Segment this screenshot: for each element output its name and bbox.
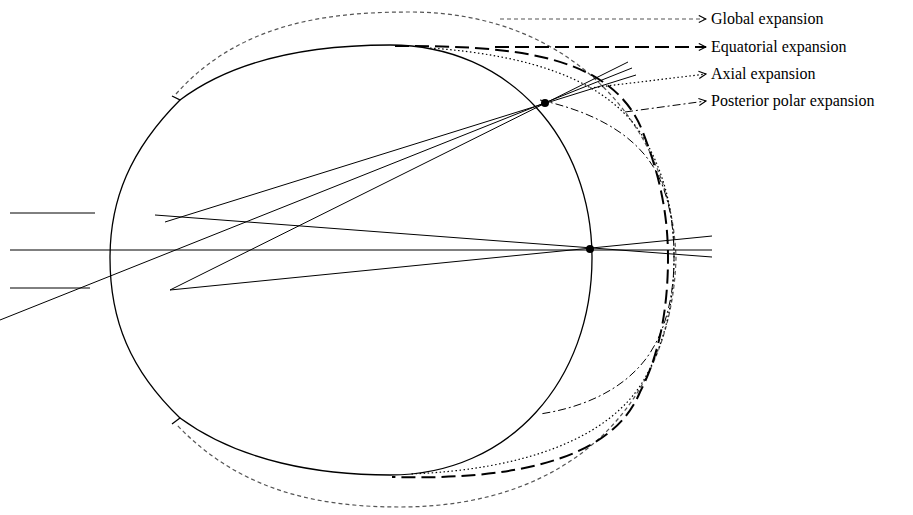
leader-arrow [500,18,706,19]
posterior-polar-expansion-outline [540,100,674,414]
cornea [110,96,180,424]
eye-globe [180,45,592,475]
legend-label: Axial expansion [710,65,816,83]
leader-arrow [495,46,706,48]
axial-expansion-outline [410,48,674,474]
focal-point [586,245,594,253]
focal-point [541,99,549,107]
legend-label: Posterior polar expansion [710,92,876,110]
leader-arrow [625,101,706,112]
legend-label: Equatorial expansion [710,38,848,56]
light-rays [0,62,712,320]
legend-label: Global expansion [710,10,824,28]
leader-arrow [590,74,706,88]
